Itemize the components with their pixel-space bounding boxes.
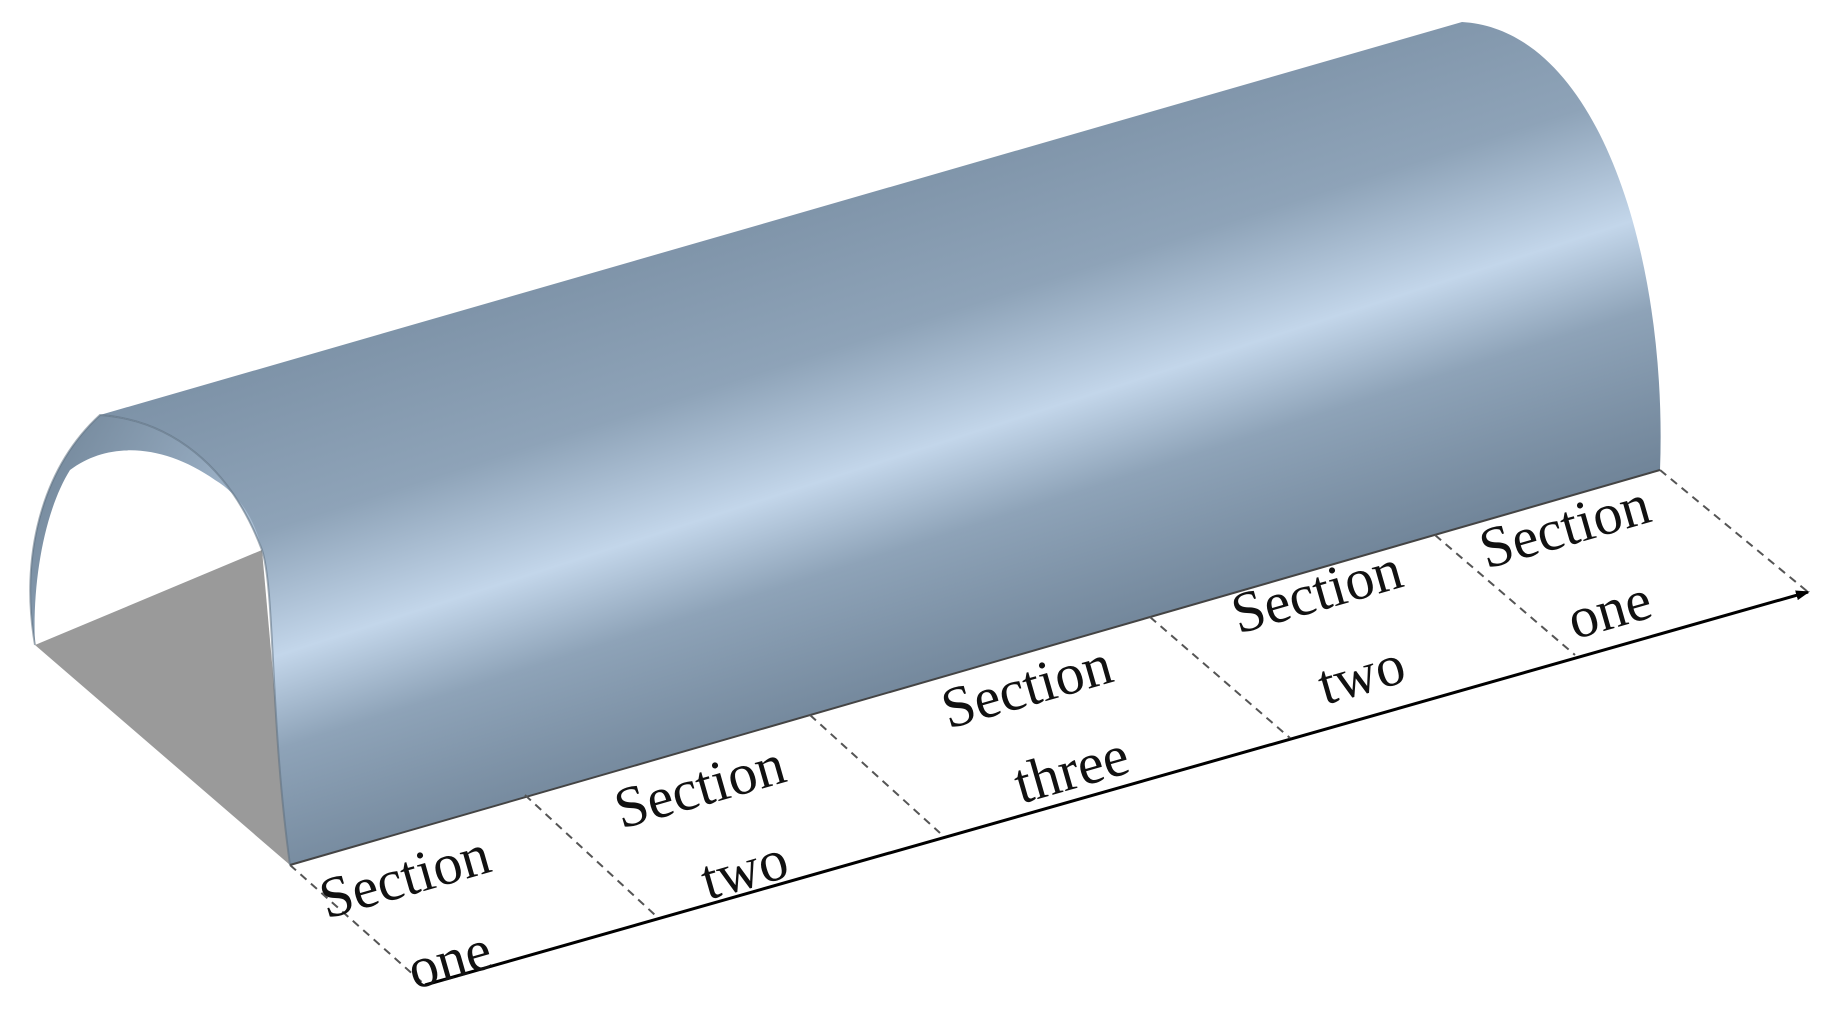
section-divider xyxy=(1659,469,1809,593)
tunnel-base-edge xyxy=(289,469,1661,866)
section-dividers xyxy=(289,469,1809,986)
section-divider xyxy=(1434,534,1576,656)
section-2-line2: two xyxy=(693,826,795,912)
tunnel-axis-arrow xyxy=(424,590,1810,987)
section-divider xyxy=(524,794,656,916)
section-1-line2: one xyxy=(400,916,498,1002)
section-divider xyxy=(809,714,941,834)
tunnel-shell xyxy=(100,22,1661,865)
tunnel-floor xyxy=(35,550,290,865)
tunnel-arch-edge xyxy=(29,413,291,866)
section-4-line2: two xyxy=(1310,631,1412,717)
section-divider xyxy=(289,864,426,986)
section-divider xyxy=(1149,616,1291,739)
tunnel-front-wall xyxy=(30,415,263,645)
section-3-line2: three xyxy=(1007,722,1136,816)
